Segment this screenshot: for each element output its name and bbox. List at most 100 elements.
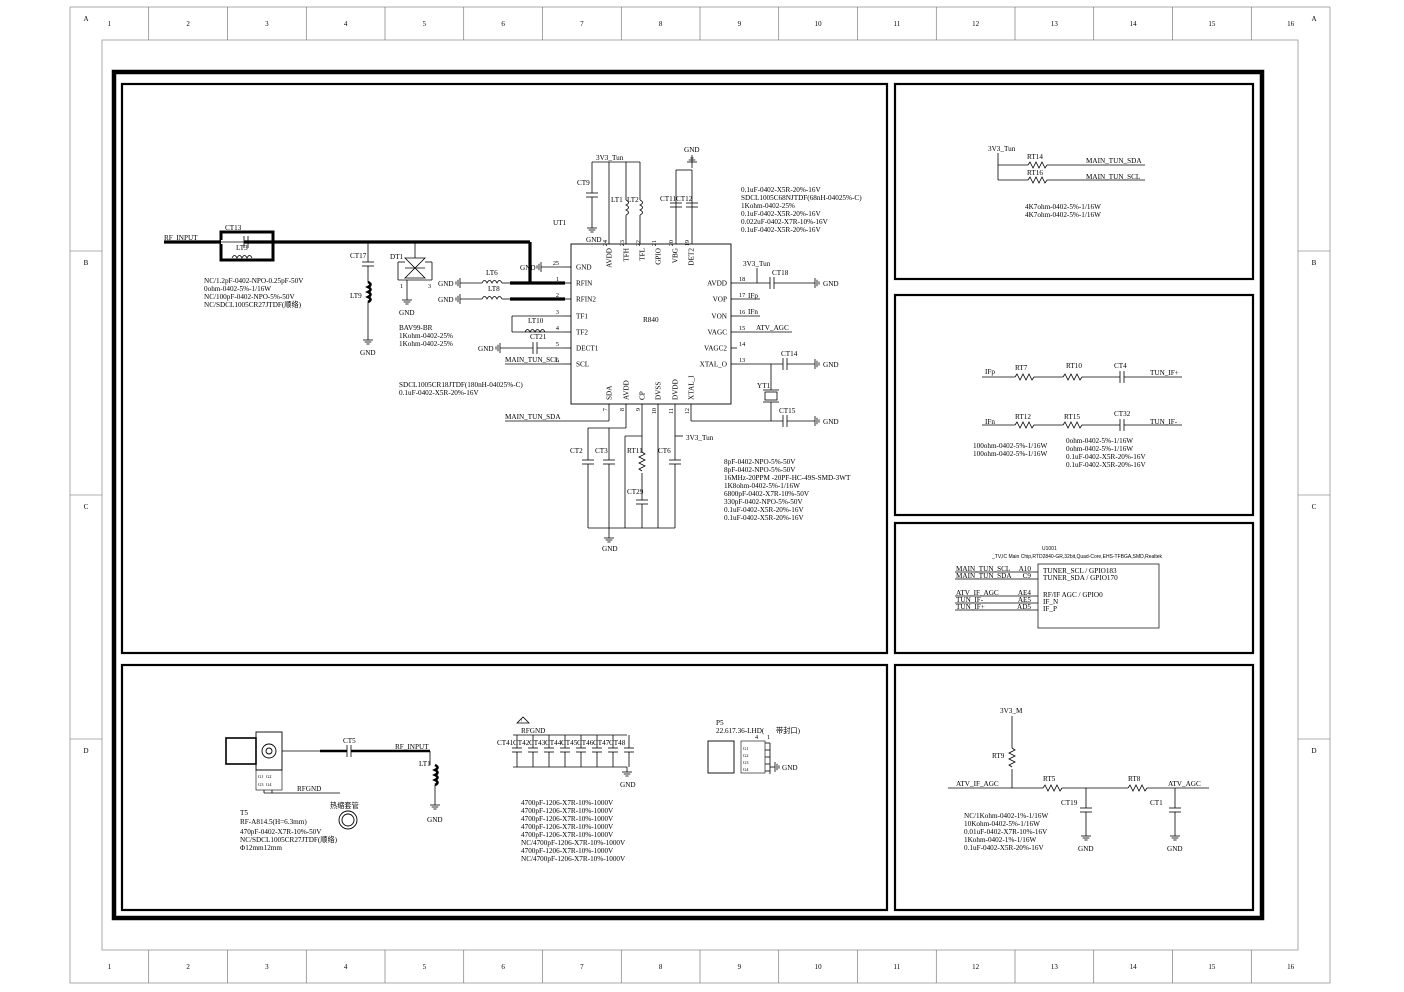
ic-pin-num-right: 13 <box>739 357 745 364</box>
ic-pin-num-right: 14 <box>739 341 745 348</box>
section-rf-connector <box>120 663 889 912</box>
pullup-sda-label: MAIN_TUN_SDA <box>1086 157 1142 165</box>
ct19-label: CT19 <box>1061 799 1078 807</box>
i2c-pullup-circuit: 3V3_Tun RT14 MAIN_TUN_SDA RT16 MAIN_TUN_… <box>988 145 1145 219</box>
section-if-filter <box>893 293 1255 517</box>
agc-atv-if-agc-label: ATV_IF_AGC <box>956 780 999 788</box>
ic-pin-num-right: 18 <box>739 276 745 283</box>
if-filter-circuit: IFp RT7 RT10 CT4 TUN_IF+ IFn RT12 RT15 C… <box>973 362 1182 469</box>
column-marker-bottom: 9 <box>738 963 742 971</box>
note-line: 0.1uF-0402-X5R-20%-16V <box>724 506 804 514</box>
column-marker-top: 12 <box>972 20 980 28</box>
svg-text:1: 1 <box>400 283 403 290</box>
gnd-label-dt1: GND <box>399 309 415 317</box>
rfgnd-cap-label: CT41 <box>497 739 514 747</box>
ic-pin-name-top: AVDD <box>606 248 614 268</box>
note-line: 4700pF-1206-X7R-10%-1000V <box>521 847 614 855</box>
note-line: 4K7ohm-0402-5%-1/16W <box>1025 203 1101 211</box>
column-marker-top: 11 <box>894 20 901 28</box>
main-chip-net: MAIN_TUN_SDA <box>956 572 1012 580</box>
column-marker-top: 3 <box>265 20 269 28</box>
main-chip-ref: U1001 <box>1042 546 1057 552</box>
rfgnd-label-connector: RFGND <box>297 785 321 793</box>
gnd-label-ct9: GND <box>586 236 602 244</box>
ic-pin-name-bottom: SDA <box>606 385 614 400</box>
gnd-label-ct14: GND <box>823 361 839 369</box>
gnd-label-top: GND <box>684 146 700 154</box>
note-line: 100ohm-0402-5%-1/16W <box>973 450 1047 458</box>
rfgnd-cap-label: CT42 <box>513 739 530 747</box>
row-marker-right: B <box>1312 259 1317 267</box>
note-line: 1Kohm-0402-25% <box>399 332 453 340</box>
rt12-label: RT12 <box>1015 413 1031 421</box>
rfgnd-net-label: RFGND <box>521 727 545 735</box>
main-chip-func: IF_P <box>1043 605 1057 613</box>
t5-part-label: RF-A814.5(H=6.3mm) <box>240 818 307 826</box>
main-chip-desc: _TV,IC Main Chip,RTD2840-GR,32bit,Quad-C… <box>991 554 1163 560</box>
p5-ref-label: P5 <box>716 719 724 727</box>
agc-supply-label: 3V3_M <box>1000 707 1023 715</box>
lt1-label-top: LT1 <box>611 196 623 204</box>
ic-pin-name-left: RFIN2 <box>576 296 596 304</box>
note-line: 0ohm-0402-5%-1/16W <box>204 285 271 293</box>
rt10-label: RT10 <box>1066 362 1082 370</box>
note-line: 0.1uF-0402-X5R-20%-16V <box>724 514 804 522</box>
gnd-label-pin25: GND <box>520 264 536 272</box>
ct2-label: CT2 <box>570 447 583 455</box>
gnd-label-ct21: GND <box>478 345 494 353</box>
main-chip-net: ATV_IF_AGC <box>956 589 999 597</box>
note-line: 100ohm-0402-5%-1/16W <box>973 442 1047 450</box>
ct1-label: CT1 <box>1150 799 1163 807</box>
note-line: 1Kohm-0402-1%-1/16W <box>964 836 1036 844</box>
ct11-label: CT11 <box>660 195 677 203</box>
column-marker-top: 5 <box>423 20 427 28</box>
ic-pin-num-bottom: 12 <box>684 408 691 414</box>
ic-pin-name-top: GPIO <box>655 248 663 265</box>
lt3-label: LT3 <box>236 244 248 252</box>
column-marker-top: 15 <box>1208 20 1216 28</box>
rt5-label: RT5 <box>1043 775 1056 783</box>
ct13-label: CT13 <box>225 224 242 232</box>
if-ifp-label: IFp <box>985 368 995 376</box>
dt1-label: DT1 <box>390 253 404 261</box>
column-marker-bottom: 2 <box>186 963 190 971</box>
ic-pin-num-bottom: 9 <box>635 408 642 411</box>
ic-pin-num-left: 6 <box>556 357 559 364</box>
note-line: 0ohm-0402-5%-1/16W <box>1066 437 1133 445</box>
row-marker-left: D <box>83 747 88 755</box>
main-border <box>111 69 1265 921</box>
ic-ref-label: UT1 <box>553 219 567 227</box>
ic-pin-name-right: VON <box>711 313 727 321</box>
gnd-label-connector: GND <box>427 816 443 824</box>
main-chip-func: TUNER_SCL / GPIO183 <box>1043 567 1117 575</box>
note-line: NC/4700pF-1206-X7R-10%-1000V <box>521 839 626 847</box>
pullup-supply-label: 3V3_Tun <box>988 145 1016 153</box>
p5-pin4: 4 <box>755 734 758 741</box>
ic-pin-name-top: DET2 <box>688 248 696 266</box>
ic-pin-name-right: AVDD <box>707 280 727 288</box>
main-chip-ball: C9 <box>1023 572 1032 580</box>
ic-pin-num-right: 16 <box>739 309 745 316</box>
t5-label: T5 <box>240 809 248 817</box>
ic-pin-name-right: VAGC <box>708 329 728 337</box>
ic-pin-num-left: 3 <box>556 309 559 316</box>
gnd-label-ct18: GND <box>823 280 839 288</box>
note-line: Φ12mm12mm <box>240 844 282 852</box>
row-marker-right: C <box>1312 503 1317 511</box>
ic-pin-name-bottom: DVSS <box>655 382 663 400</box>
note-line: NC/1Kohm-0402-1%-1/16W <box>964 812 1048 820</box>
agc-atv-agc-label: ATV_AGC <box>1168 780 1201 788</box>
gnd-label-lt8: GND <box>438 296 454 304</box>
rf-input-label: RF_INPUT <box>164 234 198 242</box>
column-marker-top: 9 <box>738 20 742 28</box>
column-marker-top: 6 <box>501 20 505 28</box>
note-line: 0.1uF-0402-X5R-20%-16V <box>1066 453 1146 461</box>
row-marker-left: A <box>83 15 88 23</box>
note-line: 0.1uF-0402-X5R-20%-16V <box>964 844 1044 852</box>
rfgnd-cap-label: CT43 <box>529 739 546 747</box>
ic-pin-name-bottom: XTAL_I <box>688 375 696 400</box>
